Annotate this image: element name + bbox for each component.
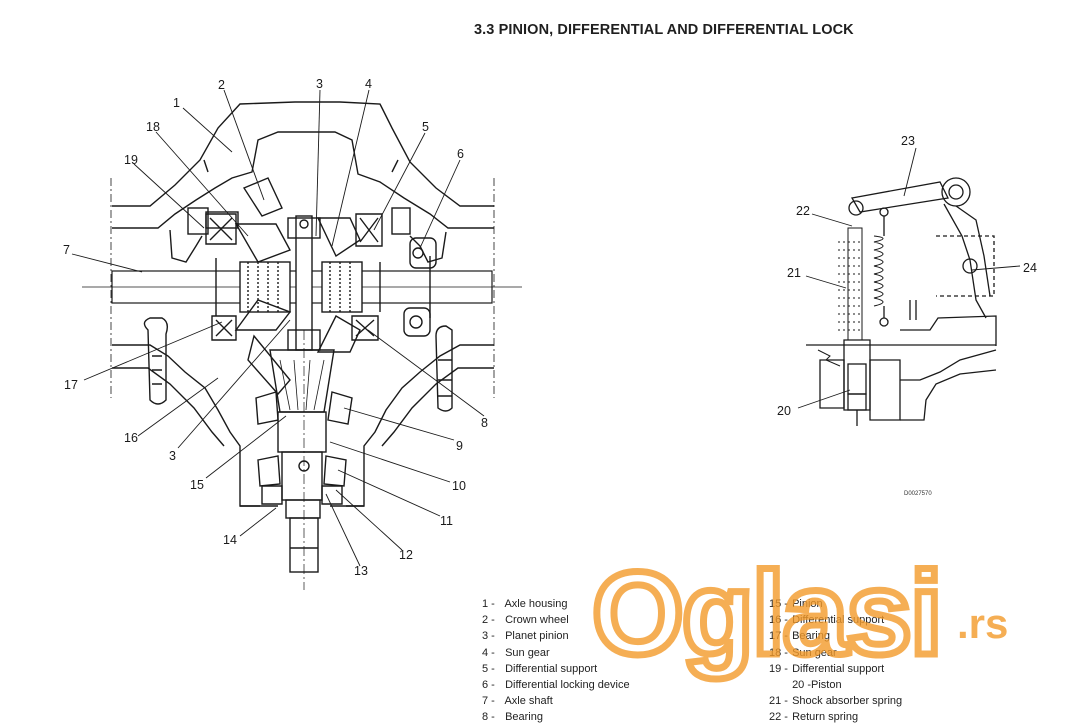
legend-row: 17 - Bearing (769, 628, 902, 644)
legend-num: 18 - (769, 646, 788, 659)
legend-text: Return spring (792, 711, 859, 724)
legend-row: 2 - Crown wheel (482, 612, 630, 628)
legend-row: 1 - Axle housing (482, 596, 630, 612)
callout-19: 19 (124, 153, 138, 167)
legend-row: 6 - Differential locking device (482, 677, 630, 693)
legend-text: Shock absorber spring (792, 695, 903, 708)
legend-row: 21 - Shock absorber spring (769, 693, 902, 709)
legend-num: 21 - (769, 695, 788, 708)
callout-8: 8 (481, 416, 488, 430)
callout-4: 4 (365, 77, 372, 91)
legend-num: 19 - (769, 662, 788, 675)
legend-row: 20 -Piston (769, 677, 902, 693)
callout-17: 17 (64, 378, 78, 392)
callout-3b: 3 (169, 449, 176, 463)
callout-22: 22 (796, 204, 810, 218)
legend-row: 15 - Pinion (769, 596, 902, 612)
legend-text: Axle housing (504, 598, 568, 610)
callout-3: 3 (316, 77, 323, 91)
page-title: 3.3 PINION, DIFFERENTIAL AND DIFFERENTIA… (474, 22, 854, 38)
legend-num: 2 - (482, 614, 495, 627)
legend-row: 7 - Axle shaft (482, 693, 630, 709)
legend-text: Sun gear (792, 646, 837, 659)
legend-row: 18 - Sun gear (769, 645, 902, 661)
legend-row: 4 - Sun gear (482, 645, 630, 661)
callout-12: 12 (399, 548, 413, 562)
legend-text: Sun gear (505, 646, 550, 659)
callout-20: 20 (777, 404, 791, 418)
callout-15: 15 (190, 478, 204, 492)
legend-text: Crown wheel (505, 614, 569, 627)
watermark-brand: Oglasi (592, 552, 941, 680)
watermark-suffix: .rs (957, 600, 1008, 647)
oglasi-watermark-logo: Oglasi .rs (592, 552, 1008, 684)
callout-2: 2 (218, 78, 225, 92)
legend-num: 1 - (482, 598, 495, 610)
callout-18: 18 (146, 120, 160, 134)
legend-num: 17 - (769, 630, 788, 643)
callout-23: 23 (901, 134, 915, 148)
legend-row: 16 - Differential support (769, 612, 902, 628)
callout-7: 7 (63, 243, 70, 257)
legend-text: Differential support (792, 614, 885, 627)
legend-num: 8 - (482, 711, 495, 724)
legend-num: 3 - (482, 630, 495, 643)
legend-row: 8 - Bearing (482, 709, 630, 725)
legend-text: Differential support (505, 662, 598, 675)
callout-5: 5 (422, 120, 429, 134)
callout-1: 1 (173, 96, 180, 110)
legend-left-column: 1 - Axle housing 2 - Crown wheel 3 - Pla… (482, 596, 630, 726)
callout-16: 16 (124, 431, 138, 445)
legend-row: 19 - Differential support (769, 661, 902, 677)
callout-10: 10 (452, 479, 466, 493)
legend-num: 7 - (482, 695, 495, 708)
legend-text: 20 -Piston (792, 678, 842, 691)
callout-24: 24 (1023, 261, 1037, 275)
callout-11: 11 (440, 514, 453, 528)
legend-text: Planet pinion (505, 630, 569, 643)
callout-9: 9 (456, 439, 463, 453)
legend-row: 3 - Planet pinion (482, 628, 630, 644)
legend-text: Bearing (505, 711, 543, 724)
legend-num: 15 - (769, 598, 788, 610)
legend-text: Bearing (792, 630, 830, 643)
legend-num: 4 - (482, 646, 495, 659)
callout-6: 6 (457, 147, 464, 161)
legend-num: 16 - (769, 614, 788, 627)
legend-num: 22 - (769, 711, 788, 724)
legend-row: 5 - Differential support (482, 661, 630, 677)
legend-row: 22 - Return spring (769, 709, 902, 725)
legend-text: Axle shaft (504, 695, 553, 708)
drawing-code: D0027570 (904, 491, 932, 497)
legend-num: 6 - (482, 678, 495, 691)
callout-21: 21 (787, 266, 801, 280)
legend-num: 5 - (482, 662, 495, 675)
callout-14: 14 (223, 533, 237, 547)
legend-text: Differential locking device (505, 678, 630, 691)
callout-13: 13 (354, 564, 368, 578)
legend-text: Pinion (792, 598, 823, 610)
legend-text: Differential support (792, 662, 885, 675)
